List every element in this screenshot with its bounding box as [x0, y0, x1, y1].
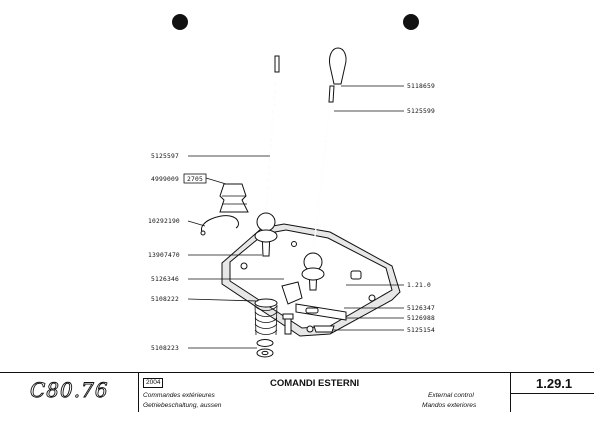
- detent-block: [281, 281, 347, 333]
- label-5126988: 5126988: [407, 315, 435, 322]
- label-5126347: 5126347: [407, 305, 435, 312]
- lever-rod-left: [254, 55, 280, 257]
- subtitle-english: External control: [428, 392, 474, 399]
- label-2705: 2705: [187, 176, 203, 183]
- washers: [256, 339, 274, 358]
- title-block: [0, 372, 594, 425]
- subtitle-french: Commandes extérieures: [143, 392, 215, 399]
- punch-hole-right: [403, 14, 419, 30]
- label-5108223: 5108223: [151, 345, 179, 352]
- ref-box-2705: [183, 173, 207, 184]
- bolt: [282, 313, 294, 335]
- label-5125599: 5125599: [407, 108, 435, 115]
- label-5125154: 5125154: [407, 327, 435, 334]
- page-number: 1.29.1: [536, 376, 573, 391]
- divider-page: [510, 372, 511, 412]
- section-code: 2004: [143, 378, 164, 388]
- label-5118659: 5118659: [407, 83, 435, 90]
- label-4999009: 4999009: [151, 176, 179, 183]
- rubber-boot: [219, 183, 249, 213]
- coil-spring: [254, 298, 278, 336]
- part-labels: 5118659 5125599 5125597 4999009 2705 102…: [148, 83, 435, 352]
- subtitle-german: Getriebeschaltung, aussen: [143, 402, 222, 409]
- exploded-parts-diagram: 5118659 5125599 5125597 4999009 2705 102…: [148, 14, 435, 358]
- label-13907470: 13907470: [148, 252, 180, 259]
- spring-clip: [200, 215, 239, 236]
- punch-hole-left: [172, 14, 188, 30]
- model-logo: C80.76: [30, 378, 109, 403]
- divider-logo: [138, 372, 139, 412]
- label-1-21-0: 1.21.0: [407, 282, 431, 289]
- label-10292190: 10292190: [148, 218, 180, 225]
- label-5125597: 5125597: [151, 153, 179, 160]
- subtitle-spanish: Mandos exteriores: [422, 402, 477, 409]
- section-title: COMANDI ESTERNI: [270, 378, 360, 389]
- leader-lines: [187, 85, 404, 349]
- lever-rod-right: [301, 47, 347, 291]
- label-5108222: 5108222: [151, 296, 179, 303]
- page-number-rule: [510, 393, 594, 394]
- label-5126346: 5126346: [151, 276, 179, 283]
